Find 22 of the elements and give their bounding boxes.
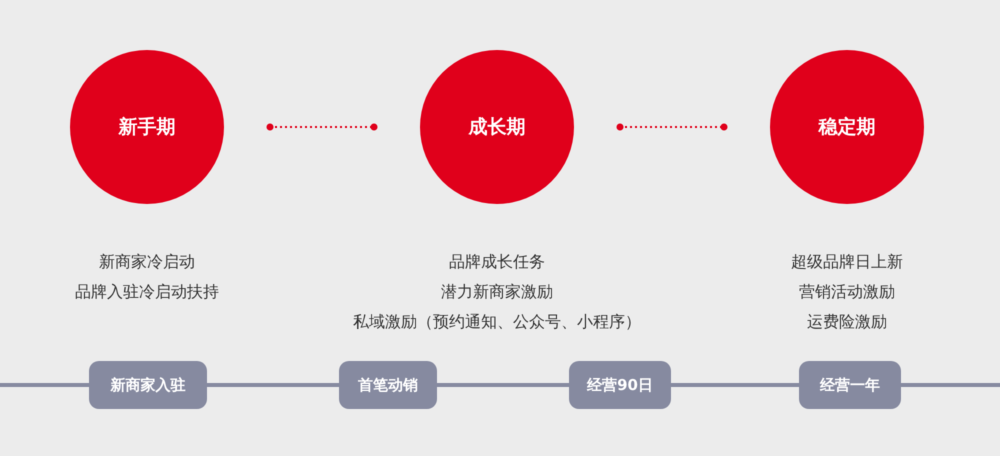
phase-description: 超级品牌日上新: [791, 252, 903, 273]
phase-description: 运费险激励: [807, 312, 887, 333]
dotted-connector: [266, 124, 378, 130]
timeline-line: [901, 383, 1000, 387]
phase-description: 品牌成长任务: [449, 252, 545, 273]
timeline-line: [437, 383, 569, 387]
dotted-connector: [616, 124, 728, 130]
phase-description: 潜力新商家激励: [441, 282, 553, 303]
milestone-label: 首笔动销: [339, 361, 437, 409]
phase-circle: 稳定期: [770, 50, 924, 204]
timeline-line: [207, 383, 339, 387]
milestone-label: 经营90日: [569, 361, 671, 409]
milestone-label: 经营一年: [799, 361, 901, 409]
phase-circle: 新手期: [70, 50, 224, 204]
phase-description: 营销活动激励: [799, 282, 895, 303]
timeline-line: [671, 383, 799, 387]
timeline-line: [0, 383, 89, 387]
phase-circle: 成长期: [420, 50, 574, 204]
phase-description: 新商家冷启动: [99, 252, 195, 273]
phase-description: 私域激励（预约通知、公众号、小程序）: [353, 312, 641, 333]
milestone-label: 新商家入驻: [89, 361, 207, 409]
phase-description: 品牌入驻冷启动扶持: [75, 282, 219, 303]
